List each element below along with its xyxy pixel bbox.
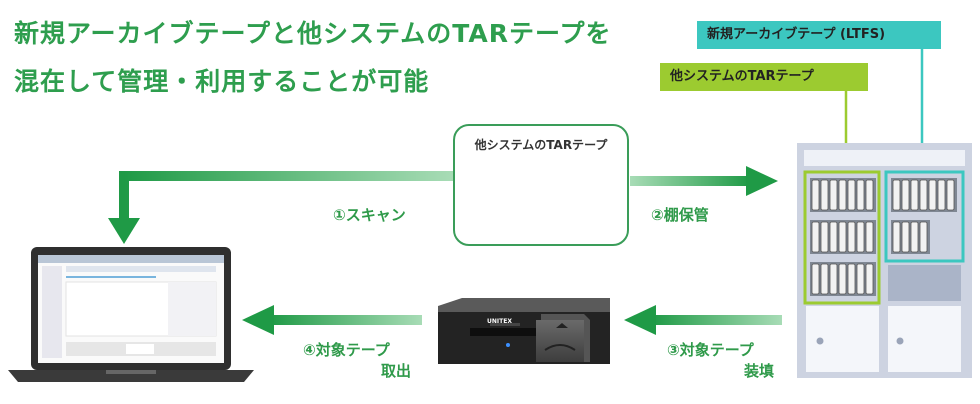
tar-tape-card: 他システムのTARテープ (453, 124, 629, 246)
library-tape-slot (820, 221, 829, 253)
library-tape-slot (937, 179, 946, 211)
step-eject-label-line2: 取出 (381, 362, 412, 380)
arrow-eject (242, 305, 422, 335)
library-tape-slot (919, 221, 928, 253)
tag-tar-tapes: 他システムのTARテープ (660, 63, 868, 91)
step-load-label-line1: ③対象テープ (667, 341, 754, 359)
headline-line-1: 新規アーカイブテープと他システムのTARテープを (14, 19, 612, 48)
step-shelve-label: ②棚保管 (651, 206, 709, 224)
library-tape-slot (892, 221, 901, 253)
library-tape-slot (856, 179, 865, 211)
library-tape-slot (847, 221, 856, 253)
step-load-label-line2: 装填 (744, 362, 775, 380)
library-tape-slot (838, 221, 847, 253)
library-tape-slot (892, 179, 901, 211)
tape-library (797, 143, 972, 378)
library-tape-slot (811, 263, 820, 295)
tape-cartridge-loading (536, 314, 590, 362)
tag-ltfs-tapes: 新規アーカイブテープ (LTFS) (697, 21, 941, 49)
tar-tape-card-title: 他システムのTARテープ (474, 138, 608, 152)
library-tape-slot (829, 263, 838, 295)
arrow-load (624, 305, 782, 335)
library-tape-slot (838, 263, 847, 295)
library-tape-slot (847, 263, 856, 295)
library-tape-slot (865, 221, 874, 253)
library-tape-slot (838, 179, 847, 211)
library-tape-slot (901, 221, 910, 253)
library-tape-slot (829, 179, 838, 211)
library-tape-slot (865, 263, 874, 295)
library-tape-slot (901, 179, 910, 211)
library-tape-slot (856, 263, 865, 295)
arrow-shelve (630, 166, 778, 196)
library-tape-slot (919, 179, 928, 211)
laptop (8, 247, 254, 382)
library-tape-slot (910, 221, 919, 253)
library-tape-slot (811, 179, 820, 211)
library-tape-slot (847, 179, 856, 211)
library-tape-slot (856, 221, 865, 253)
step-eject-label-line1: ④対象テープ (303, 341, 390, 359)
arrow-scan (108, 171, 453, 244)
step-scan-label: ①スキャン (333, 206, 406, 224)
library-tape-slot (910, 179, 919, 211)
headline-line-2: 混在して管理・利用することが可能 (14, 67, 430, 96)
library-tape-slot (865, 179, 874, 211)
library-tape-slot (811, 221, 820, 253)
library-tape-slot (946, 179, 955, 211)
library-tape-slot (820, 263, 829, 295)
library-tape-slot (928, 179, 937, 211)
library-tape-slot (829, 221, 838, 253)
library-tape-slot (820, 179, 829, 211)
drive-brand-label: UNITEX (487, 318, 512, 325)
